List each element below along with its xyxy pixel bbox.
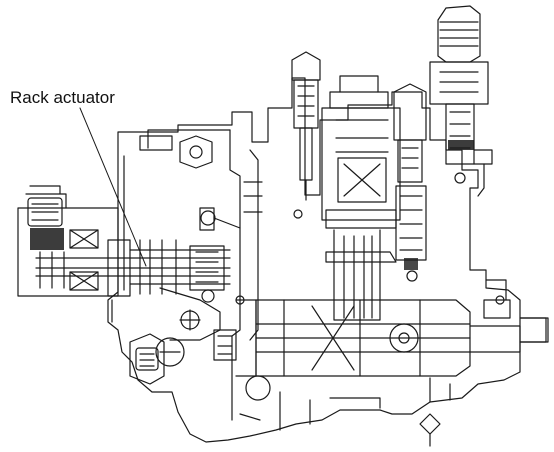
solenoid-valve <box>429 5 493 197</box>
rack-actuator <box>17 185 231 303</box>
governor-cover <box>147 129 241 341</box>
callout-leader-line <box>79 107 147 267</box>
injector-left <box>291 51 321 201</box>
rack-actuator-label: Rack actuator <box>10 88 115 107</box>
pump-element-center <box>321 75 401 321</box>
lower-body-details <box>155 279 511 447</box>
injector-right <box>393 83 427 270</box>
electrical-connector <box>129 333 165 385</box>
mounting-bolts <box>235 172 505 305</box>
pump-housing <box>107 77 549 443</box>
